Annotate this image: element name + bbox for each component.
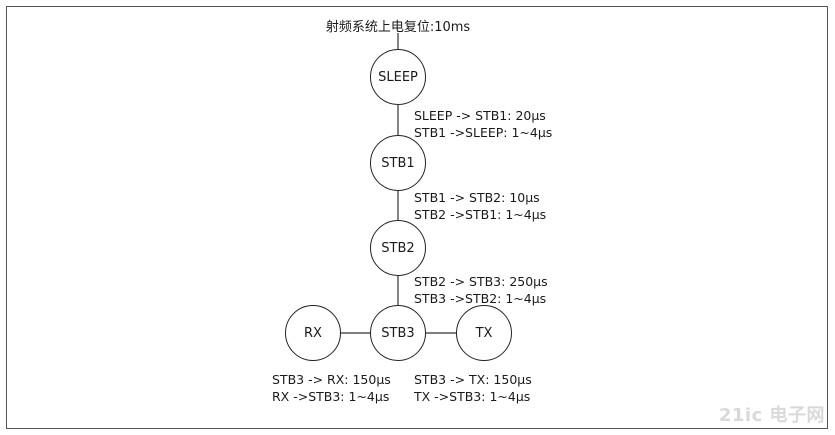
transition-sleep-stb1: SLEEP -> STB1: 20μs STB1 ->SLEEP: 1~4μs	[414, 107, 552, 141]
diagram-frame	[6, 6, 828, 429]
node-stb2: STB2	[370, 220, 426, 276]
transition-stb3-tx: STB3 -> TX: 150μs TX ->STB3: 1~4μs	[414, 371, 532, 405]
transition-back: STB2 ->STB1: 1~4μs	[414, 207, 547, 222]
transition-forward: SLEEP -> STB1: 20μs	[414, 108, 546, 123]
node-stb1: STB1	[370, 135, 426, 191]
transition-forward: STB1 -> STB2: 10μs	[414, 190, 540, 205]
node-rx: RX	[285, 305, 341, 361]
transition-stb1-stb2: STB1 -> STB2: 10μs STB2 ->STB1: 1~4μs	[414, 189, 546, 223]
power-on-reset-label: 射频系统上电复位:10ms	[325, 20, 471, 35]
watermark-logo: 21ic 电子网	[718, 405, 825, 426]
transition-forward: STB2 -> STB3: 250μs	[414, 274, 548, 289]
transition-forward: STB3 -> RX: 150μs	[272, 372, 391, 387]
transition-stb3-rx: STB3 -> RX: 150μs RX ->STB3: 1~4μs	[272, 371, 391, 405]
node-sleep: SLEEP	[370, 49, 426, 105]
node-tx: TX	[456, 305, 512, 361]
transition-back: TX ->STB3: 1~4μs	[414, 389, 531, 404]
transition-forward: STB3 -> TX: 150μs	[414, 372, 532, 387]
transition-stb2-stb3: STB2 -> STB3: 250μs STB3 ->STB2: 1~4μs	[414, 273, 548, 307]
transition-back: STB1 ->SLEEP: 1~4μs	[414, 125, 553, 140]
transition-back: RX ->STB3: 1~4μs	[272, 389, 390, 404]
node-stb3: STB3	[370, 305, 426, 361]
transition-back: STB3 ->STB2: 1~4μs	[414, 291, 547, 306]
